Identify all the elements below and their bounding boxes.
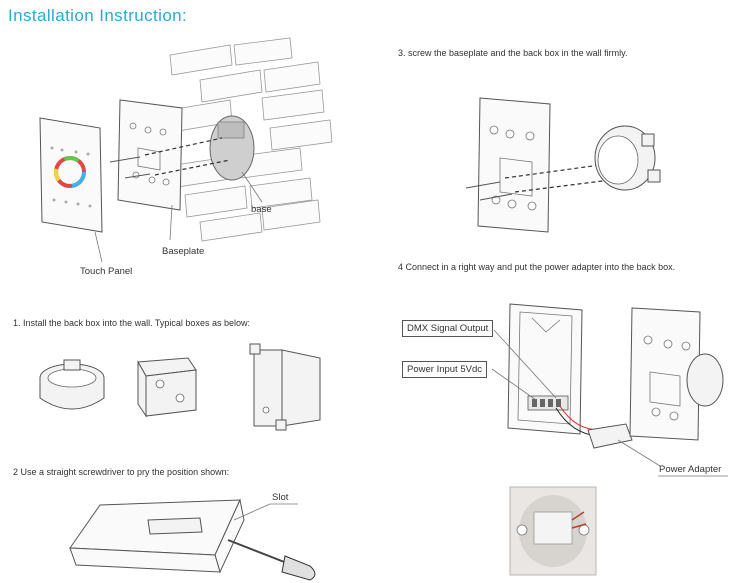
label-baseplate: Baseplate — [162, 246, 205, 257]
round-back-box-icon — [39, 359, 105, 410]
round-back-box-icon — [594, 125, 661, 191]
baseplate-illustration — [117, 99, 183, 211]
step-4-text: 4 Connect in a right way and put the pow… — [398, 262, 676, 272]
rectangular-back-box-icon — [249, 343, 321, 431]
label-power-adapter: Power Adapter — [659, 464, 722, 475]
step-3-text: 3. screw the baseplate and the back box … — [398, 48, 628, 58]
page-title: Installation Instruction: — [8, 6, 188, 25]
step-2-text: 2 Use a straight screwdriver to pry the … — [13, 467, 230, 477]
step-1-text: 1. Install the back box into the wall. T… — [13, 318, 250, 328]
touch-panel-illustration — [39, 117, 103, 233]
label-power-input: Power Input 5Vdc — [402, 361, 487, 378]
label-base: base — [251, 204, 272, 215]
label-dmx-signal-output: DMX Signal Output — [402, 320, 494, 337]
label-touch-panel: Touch Panel — [80, 266, 133, 277]
square-back-box-icon — [137, 357, 197, 418]
label-slot: Slot — [272, 492, 289, 503]
